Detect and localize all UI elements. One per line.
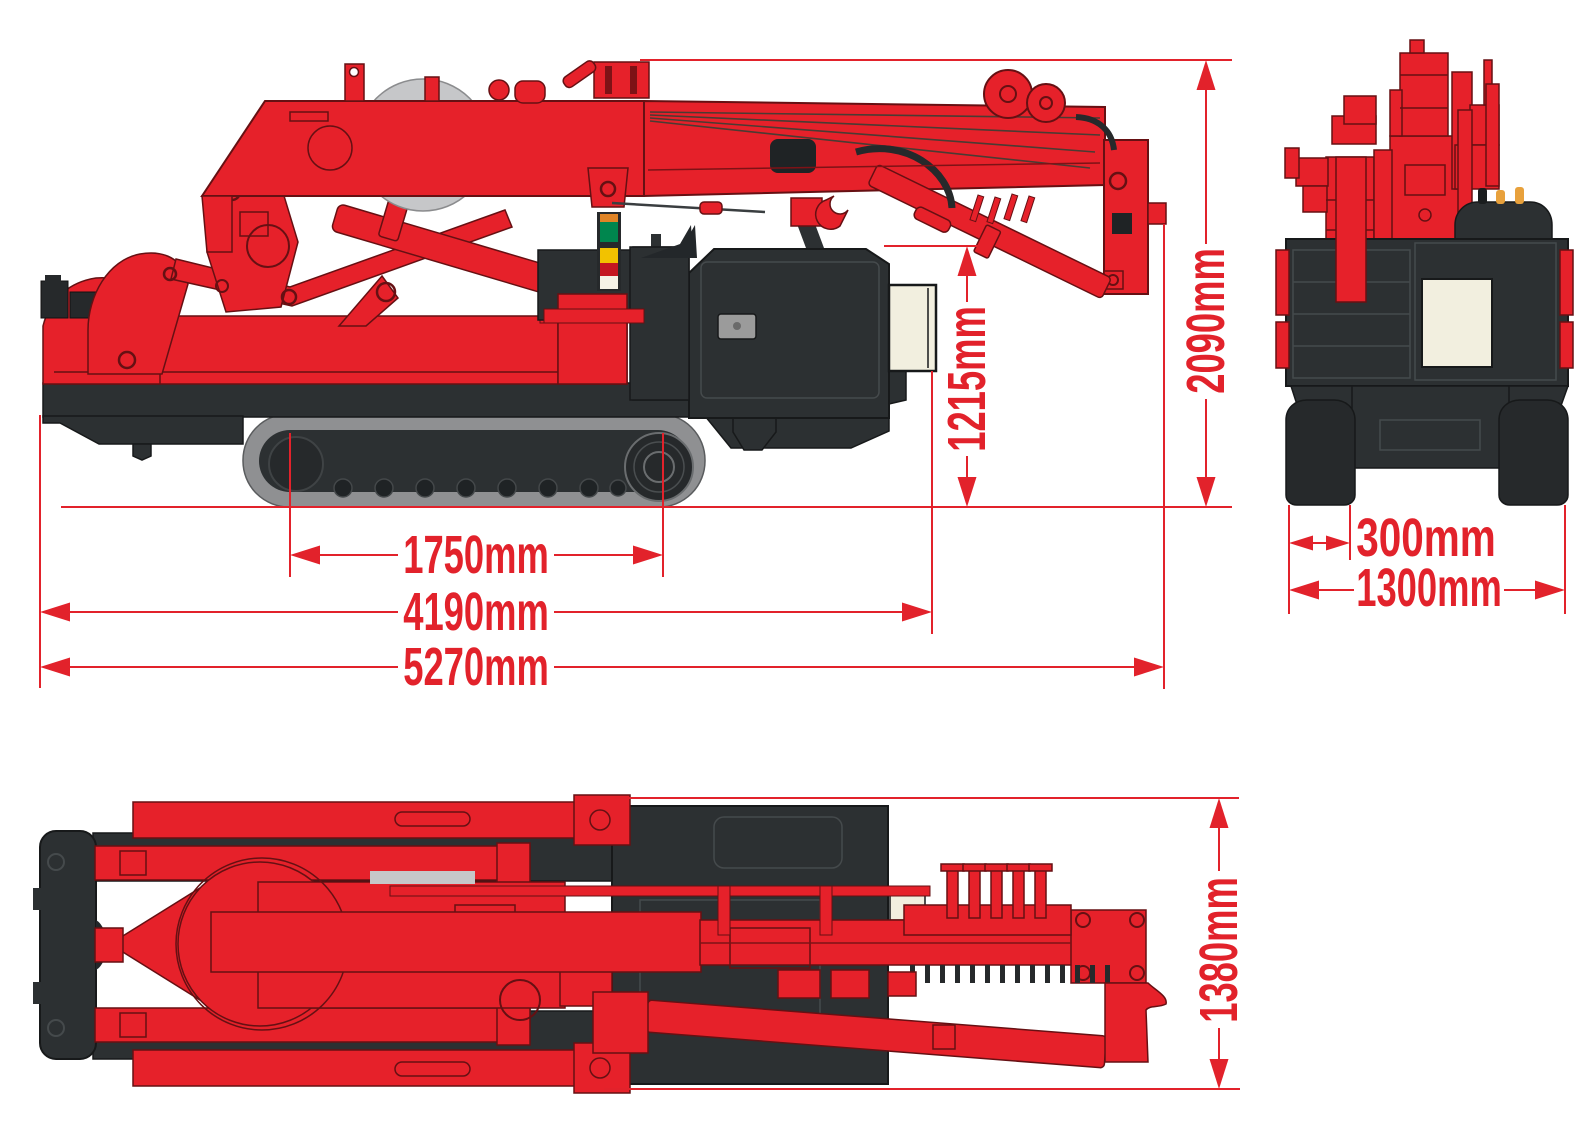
svg-text:1380mm: 1380mm <box>1189 877 1249 1023</box>
svg-text:4190mm: 4190mm <box>403 582 549 642</box>
svg-text:1215mm: 1215mm <box>937 306 997 452</box>
svg-text:5270mm: 5270mm <box>403 637 549 697</box>
svg-text:300mm: 300mm <box>1356 509 1496 569</box>
svg-text:2090mm: 2090mm <box>1176 248 1236 394</box>
svg-text:1300mm: 1300mm <box>1356 558 1502 618</box>
svg-text:1750mm: 1750mm <box>403 525 549 585</box>
